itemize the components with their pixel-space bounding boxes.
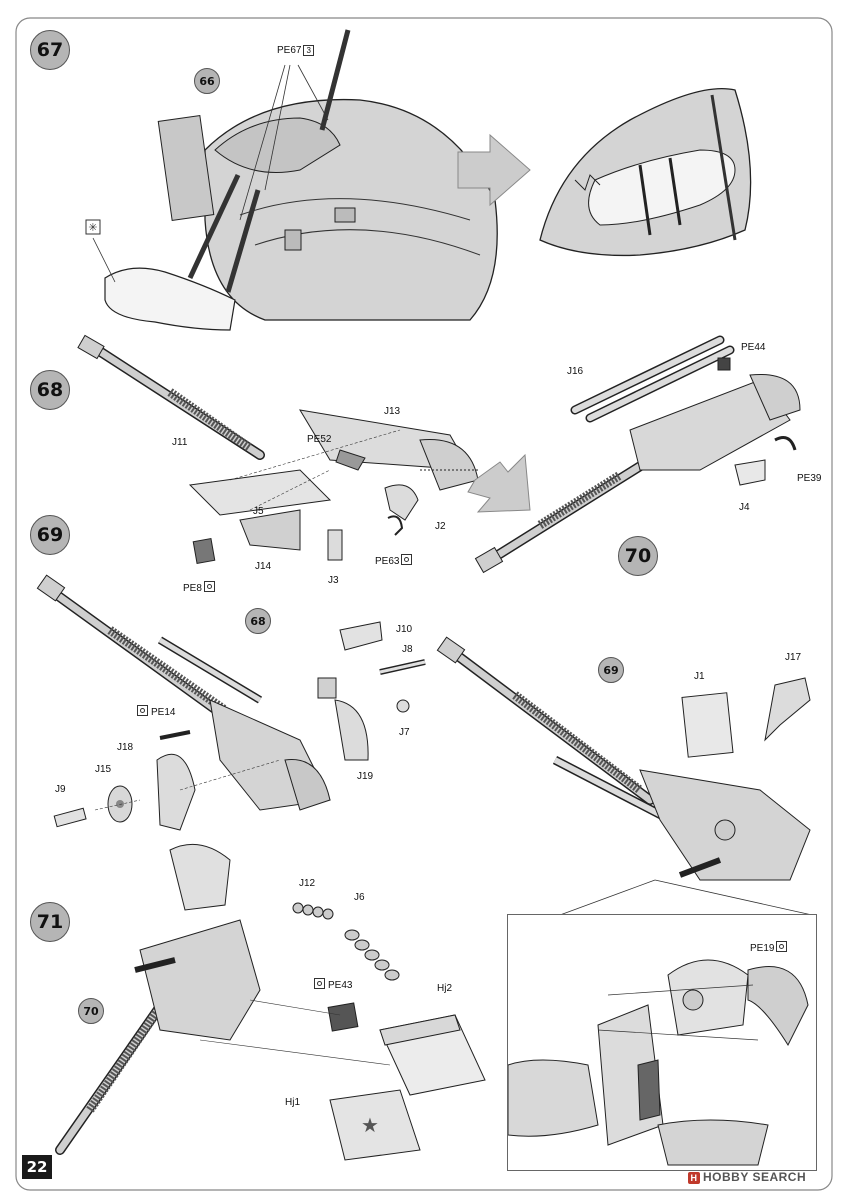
part-label-pe8: PE8: [183, 581, 215, 594]
step-69-result: [436, 636, 811, 881]
part-label-hj1: Hj1: [285, 1097, 301, 1108]
step-71-parts: ★: [55, 843, 486, 1161]
part-label-j2: J2: [435, 521, 446, 532]
part-label-j19: J19: [357, 771, 374, 782]
flow-arrow-icon: [457, 133, 531, 207]
part-label-pe52: PE52: [307, 434, 332, 445]
step-67-hull-front: ✳: [85, 29, 498, 331]
part-label-j13: J13: [384, 406, 401, 417]
part-label-j16: J16: [567, 366, 584, 377]
part-label-pe44: PE44: [741, 342, 766, 353]
part-label-pe19: PE19: [750, 941, 788, 954]
part-label-j10: J10: [396, 624, 413, 635]
step-68-parts: [77, 334, 480, 564]
svg-text:★: ★: [361, 1113, 379, 1137]
tissue-roll: [104, 267, 236, 331]
photo-etch-icon: [776, 941, 788, 952]
step-67-result: [539, 87, 752, 257]
part-label-j14: J14: [255, 561, 272, 572]
part-label-pe8-text: PE8: [183, 583, 202, 594]
part-label-j6: J6: [354, 892, 365, 903]
part-label-j4: J4: [739, 502, 750, 513]
part-label-j12: J12: [299, 878, 316, 889]
part-label-pe43-text: PE43: [328, 980, 353, 991]
part-label-pe63: PE63: [375, 554, 413, 567]
part-label-j8: J8: [402, 644, 413, 655]
watermark-text: HOBBY SEARCH: [703, 1170, 807, 1184]
step-badge-70: 70: [618, 536, 658, 576]
part-label-hj2: Hj2: [437, 983, 453, 994]
part-label-j5: J5: [253, 506, 264, 517]
detail-callout-box: [507, 914, 817, 1171]
ammo-belt-j6: [344, 929, 400, 981]
step-badge-67: 67: [30, 30, 70, 70]
part-label-j7: J7: [399, 727, 410, 738]
part-label-pe63-text: PE63: [375, 556, 400, 567]
page-number: 22: [22, 1155, 52, 1179]
step-badge-71: 71: [30, 902, 70, 942]
part-label-j17: J17: [785, 652, 802, 663]
svg-text:✳: ✳: [88, 221, 97, 234]
part-label-j3: J3: [328, 575, 339, 586]
step-badge-69: 69: [30, 515, 70, 555]
part-label-pe19-text: PE19: [750, 943, 775, 954]
page-border: [15, 17, 833, 1191]
part-label-j15: J15: [95, 764, 112, 775]
part-label-j9: J9: [55, 784, 66, 795]
flow-arrow-icon-2: [467, 453, 531, 513]
part-label-j11: J11: [172, 437, 188, 448]
part-label-pe14: PE14: [135, 705, 175, 718]
part-label-pe14-text: PE14: [151, 707, 176, 718]
sub-assembly-ref-70: 70: [78, 998, 104, 1024]
part-label-pe39: PE39: [797, 473, 822, 484]
step-68-result: [474, 335, 801, 574]
photo-etch-icon: [137, 705, 148, 716]
step-69-parts: [36, 574, 426, 831]
tissue-icon: [85, 219, 101, 235]
photo-etch-icon: [203, 581, 215, 592]
hobby-search-logo-icon: H: [688, 1172, 700, 1184]
part-label-j18: J18: [117, 742, 134, 753]
sub-assembly-ref-69: 69: [598, 657, 624, 683]
sub-assembly-ref-68: 68: [245, 608, 271, 634]
part-label-pe43: PE43: [312, 978, 352, 991]
photo-etch-icon: [314, 978, 325, 989]
sub-assembly-ref-66: 66: [194, 68, 220, 94]
step-badge-68: 68: [30, 370, 70, 410]
photo-etch-icon: [401, 554, 413, 565]
part-label-j1: J1: [694, 671, 705, 682]
quantity-icon: 3: [303, 45, 314, 56]
part-label-pe67-text: PE67: [277, 45, 302, 56]
ammo-belt-j12: [292, 902, 334, 920]
